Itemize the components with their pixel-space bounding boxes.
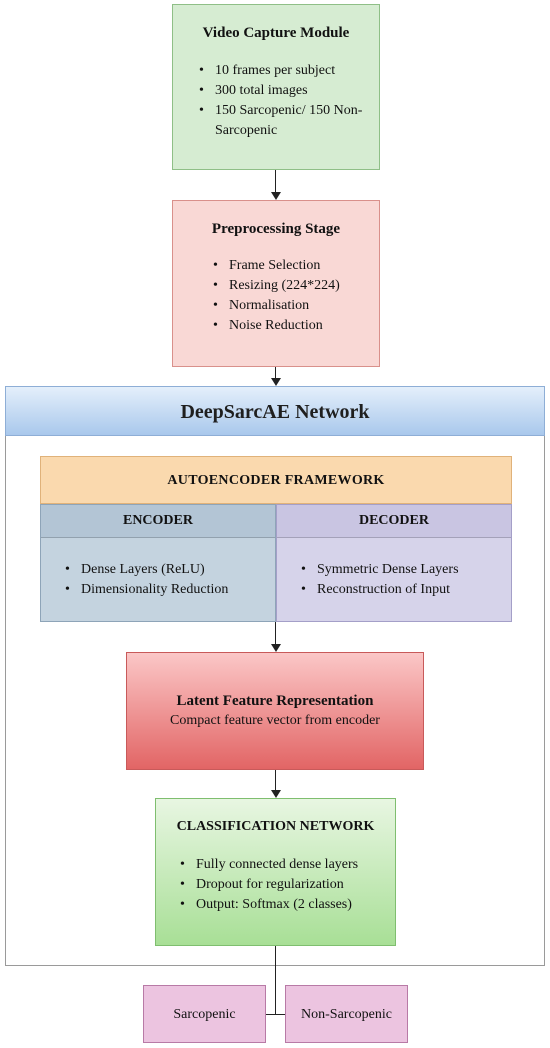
latent-feature-box: Latent Feature Representation Compact fe… [126, 652, 424, 770]
latent-title: Latent Feature Representation [176, 693, 374, 709]
list-item: Normalisation [211, 296, 340, 316]
list-item: Reconstruction of Input [299, 580, 459, 600]
video-capture-list: 10 frames per subject 300 total images 1… [197, 61, 372, 141]
encoder-title: ENCODER [41, 505, 275, 538]
list-item: 150 Sarcopenic/ 150 Non-Sarcopenic [197, 101, 363, 141]
encoder-list: Dense Layers (ReLU) Dimensionality Reduc… [63, 560, 228, 600]
list-item: Frame Selection [211, 256, 340, 276]
list-item: Output: Softmax (2 classes) [178, 895, 358, 915]
autoencoder-title: AUTOENCODER FRAMEWORK [40, 456, 512, 504]
connector-line [275, 946, 276, 1014]
connector-line [275, 367, 276, 379]
classification-network-box: CLASSIFICATION NETWORK Fully connected d… [155, 798, 396, 946]
latent-subtitle: Compact feature vector from encoder [170, 713, 380, 728]
encoder-box: ENCODER Dense Layers (ReLU) Dimensionali… [40, 504, 276, 622]
preprocessing-list: Frame Selection Resizing (224*224) Norma… [211, 256, 340, 336]
list-item: Dense Layers (ReLU) [63, 560, 228, 580]
list-item: 10 frames per subject [197, 61, 372, 81]
preprocessing-title: Preprocessing Stage [211, 221, 341, 237]
connector-line [266, 1014, 285, 1015]
output-non-sarcopenic: Non-Sarcopenic [285, 985, 408, 1043]
network-title: DeepSarcAE Network [5, 386, 545, 436]
list-item: Resizing (224*224) [211, 276, 340, 296]
connector-line [275, 170, 276, 192]
list-item: Dropout for regularization [178, 875, 358, 895]
decoder-title: DECODER [277, 505, 511, 538]
arrowhead [270, 644, 281, 652]
list-item: Noise Reduction [211, 316, 340, 336]
classification-list: Fully connected dense layers Dropout for… [178, 855, 358, 915]
connector-line [275, 622, 276, 644]
arrowhead [270, 790, 281, 798]
video-capture-title: Video Capture Module [202, 25, 350, 41]
list-item: Dimensionality Reduction [63, 580, 228, 600]
classification-title: CLASSIFICATION NETWORK [176, 819, 375, 834]
decoder-list: Symmetric Dense Layers Reconstruction of… [299, 560, 459, 600]
video-capture-box: Video Capture Module 10 frames per subje… [172, 4, 380, 170]
list-item: 300 total images [197, 81, 372, 101]
list-item: Symmetric Dense Layers [299, 560, 459, 580]
preprocessing-box: Preprocessing Stage Frame Selection Resi… [172, 200, 380, 367]
output-sarcopenic: Sarcopenic [143, 985, 266, 1043]
connector-line [275, 770, 276, 790]
arrowhead [270, 192, 281, 200]
arrowhead [270, 378, 281, 386]
list-item: Fully connected dense layers [178, 855, 358, 875]
decoder-box: DECODER Symmetric Dense Layers Reconstru… [276, 504, 512, 622]
